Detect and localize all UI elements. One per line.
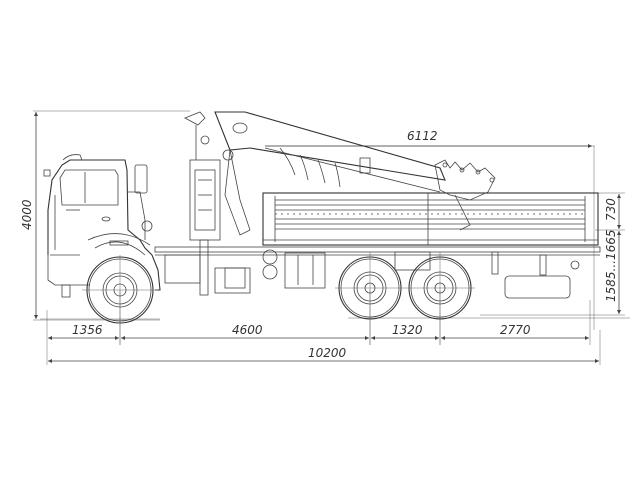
front-overhang-label: 1356 [72,323,103,337]
length-dimensions: 1356 4600 1320 2770 10200 [46,290,601,365]
right-dimensions: 730 1585...1665 [480,192,625,316]
wheelbase-label: 4600 [232,323,263,337]
rear-wheel-1 [335,252,405,345]
truck-cab [43,154,161,298]
crane-column [184,111,246,296]
boom-dimension: 6112 [265,129,595,330]
chassis-frame [154,246,601,299]
crane-boom [214,111,496,236]
platform-height-label: 1585...1665 [604,229,618,302]
boom-length-label: 6112 [407,129,438,143]
flatbed [262,192,599,246]
tandem-spacing-label: 1320 [392,323,423,337]
rear-overhang-label: 2770 [500,323,531,337]
rear-wheel-2 [405,252,475,345]
height-label: 4000 [20,199,34,230]
side-board-label: 730 [604,198,618,221]
height-dimension: 4000 [20,110,190,321]
front-wheel [82,255,158,345]
overall-length-label: 10200 [308,346,347,360]
